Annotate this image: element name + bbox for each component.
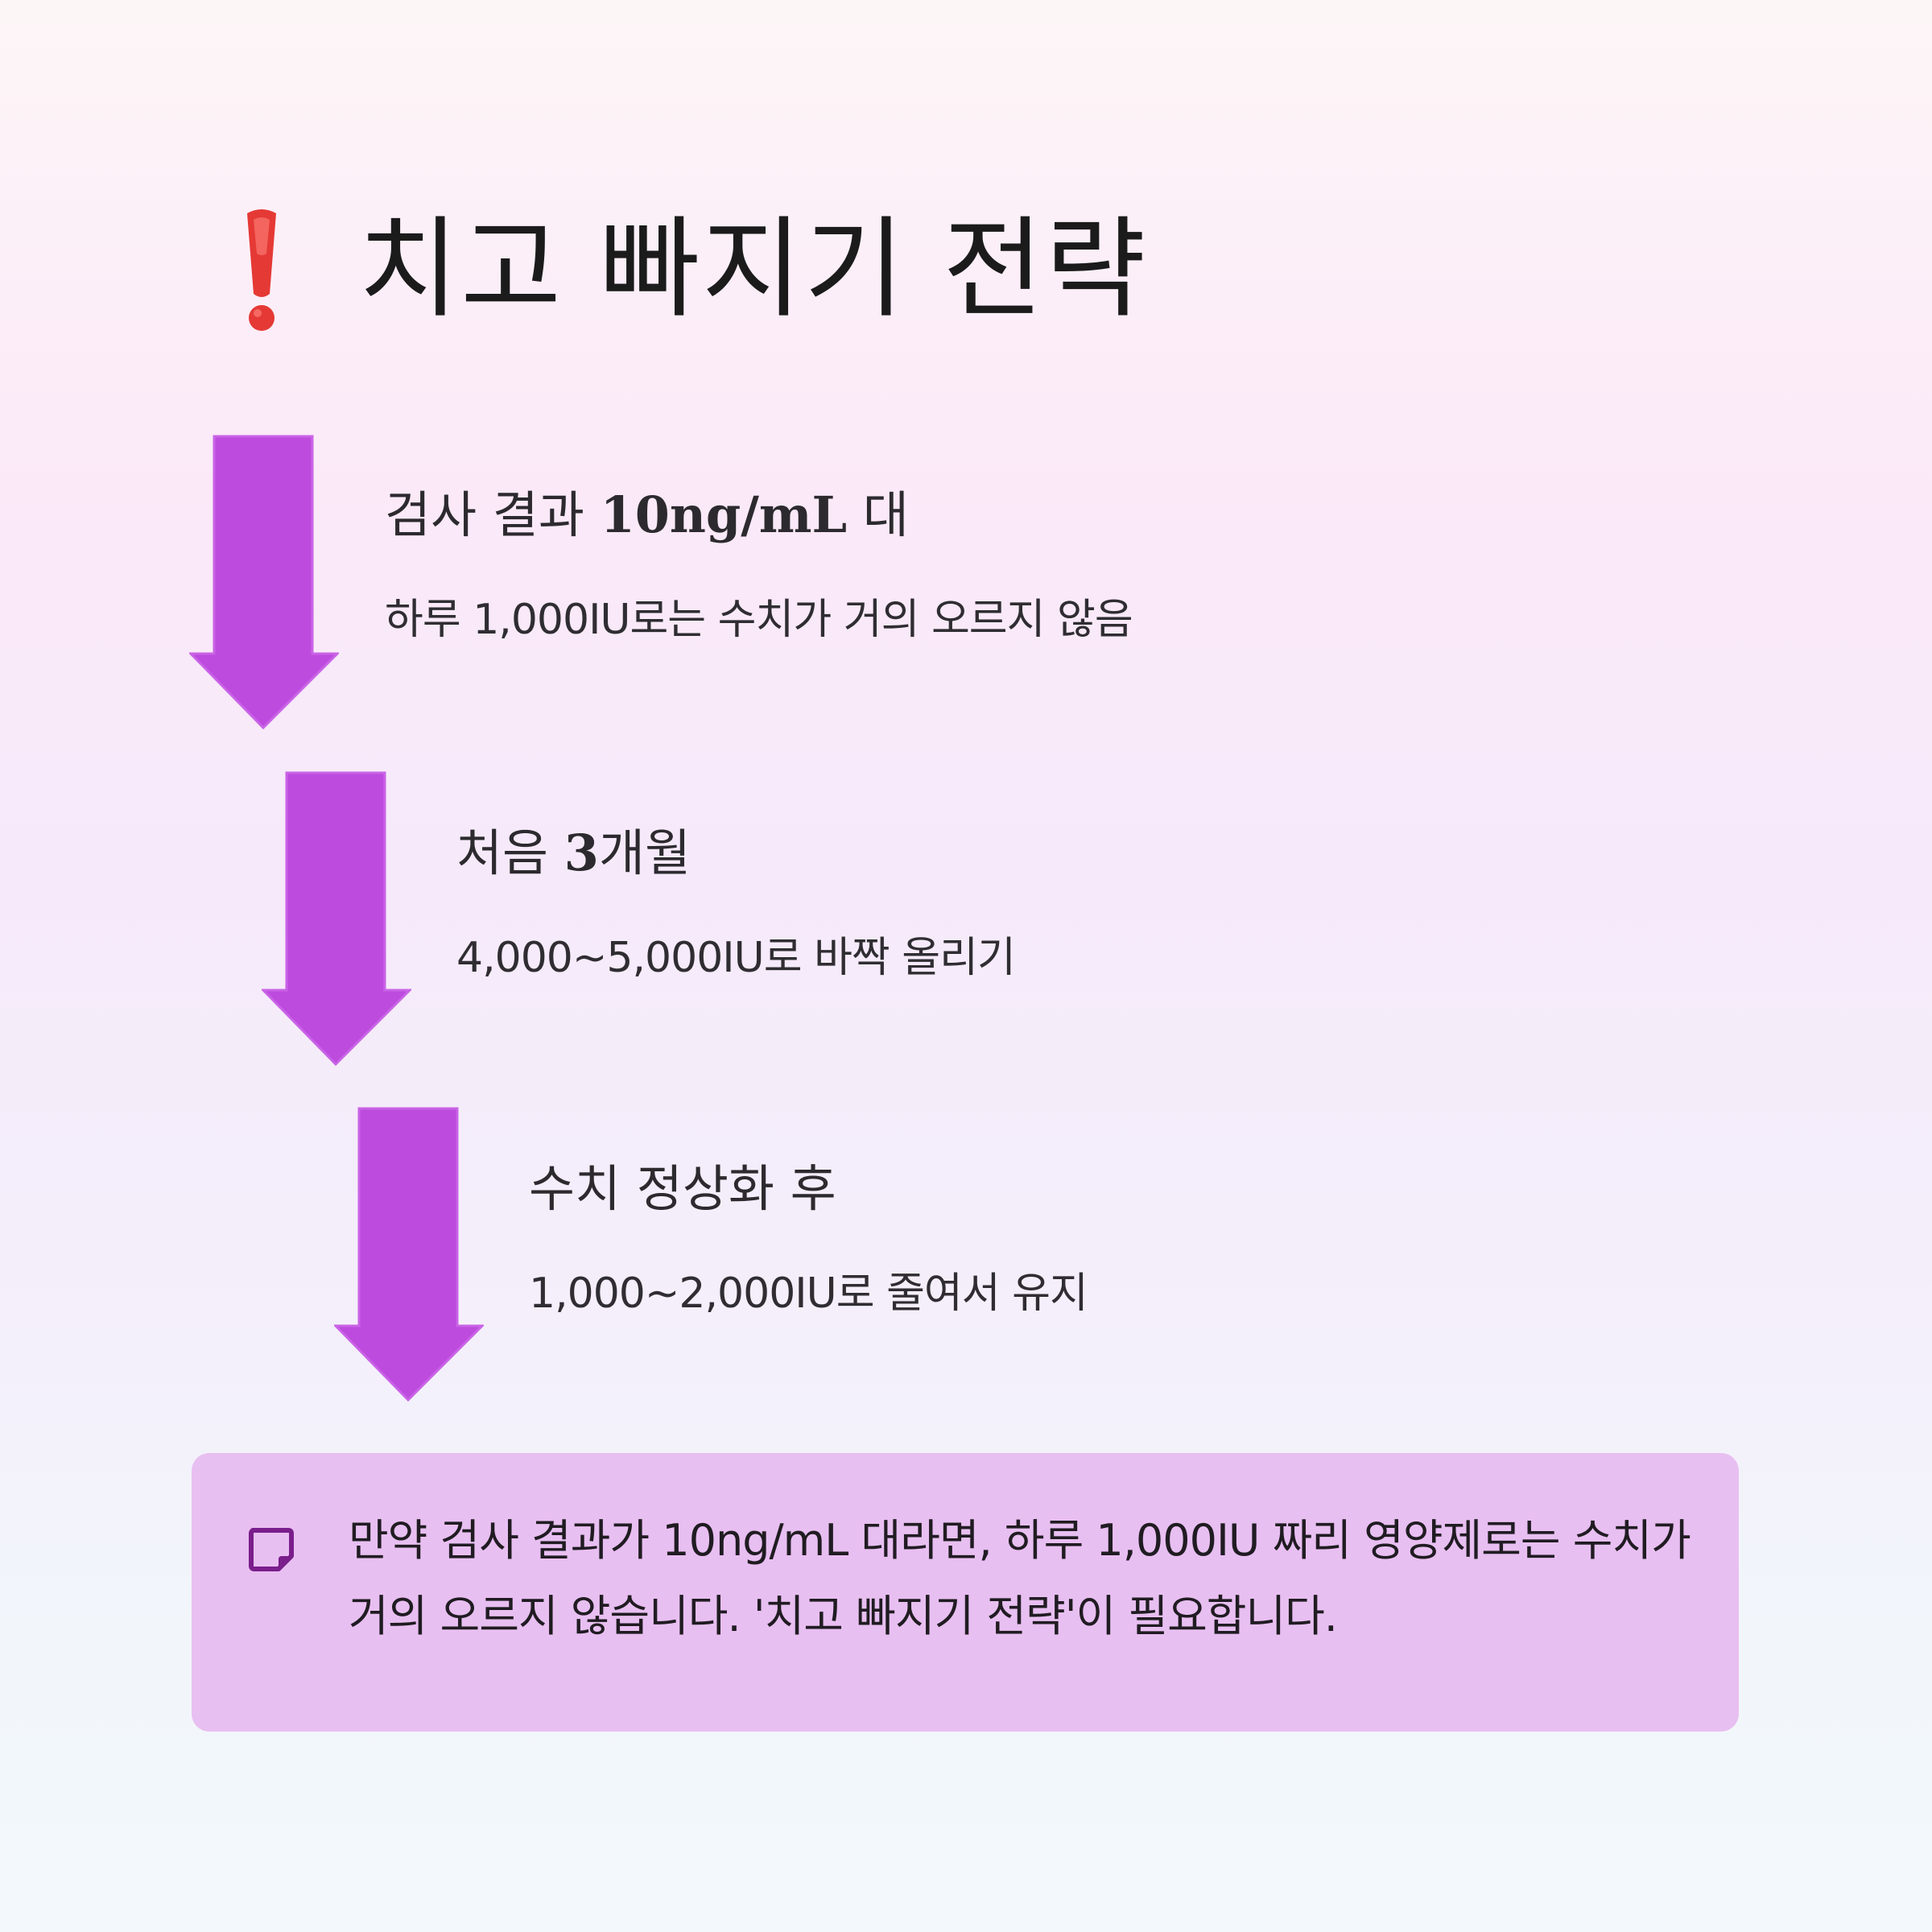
step-2-desc: 4,000~5,000IU로 바짝 올리기 xyxy=(456,934,1016,982)
step-3-title: 수치 정상화 후 xyxy=(529,1157,836,1221)
step-3-desc: 1,000~2,000IU로 줄여서 유지 xyxy=(529,1269,1088,1318)
step-1-title: 검사 결과 10ng/mL 대 xyxy=(385,483,909,547)
step-2-title-prefix: 처음 xyxy=(456,824,564,882)
step-1-desc: 하루 1,000IU로는 수치가 거의 오르지 않음 xyxy=(385,596,1133,644)
step-1-title-strong: 10ng/mL xyxy=(600,485,848,544)
step-2-title-suffix: 개월 xyxy=(598,824,691,882)
step-1-title-suffix: 대 xyxy=(847,485,909,544)
memo-icon xyxy=(249,1528,294,1571)
step-1-title-prefix: 검사 결과 xyxy=(385,485,601,544)
note-box: 만약 검사 결과가 10ng/mL 대라면, 하루 1,000IU 짜리 영양제… xyxy=(192,1453,1739,1732)
step-2-title-strong: 3 xyxy=(564,824,599,882)
down-arrow-icon xyxy=(334,1107,484,1402)
exclamation-icon xyxy=(247,209,276,331)
page-title: 치고 빠지기 전략 xyxy=(358,206,1148,333)
down-arrow-icon xyxy=(262,771,411,1066)
down-arrow-icon xyxy=(189,435,339,729)
step-2-title: 처음 3개월 xyxy=(456,821,691,886)
step-3-title-prefix: 수치 정상화 후 xyxy=(529,1159,836,1218)
note-text: 만약 검사 결과가 10ng/mL 대라면, 하루 1,000IU 짜리 영양제… xyxy=(349,1515,1691,1641)
